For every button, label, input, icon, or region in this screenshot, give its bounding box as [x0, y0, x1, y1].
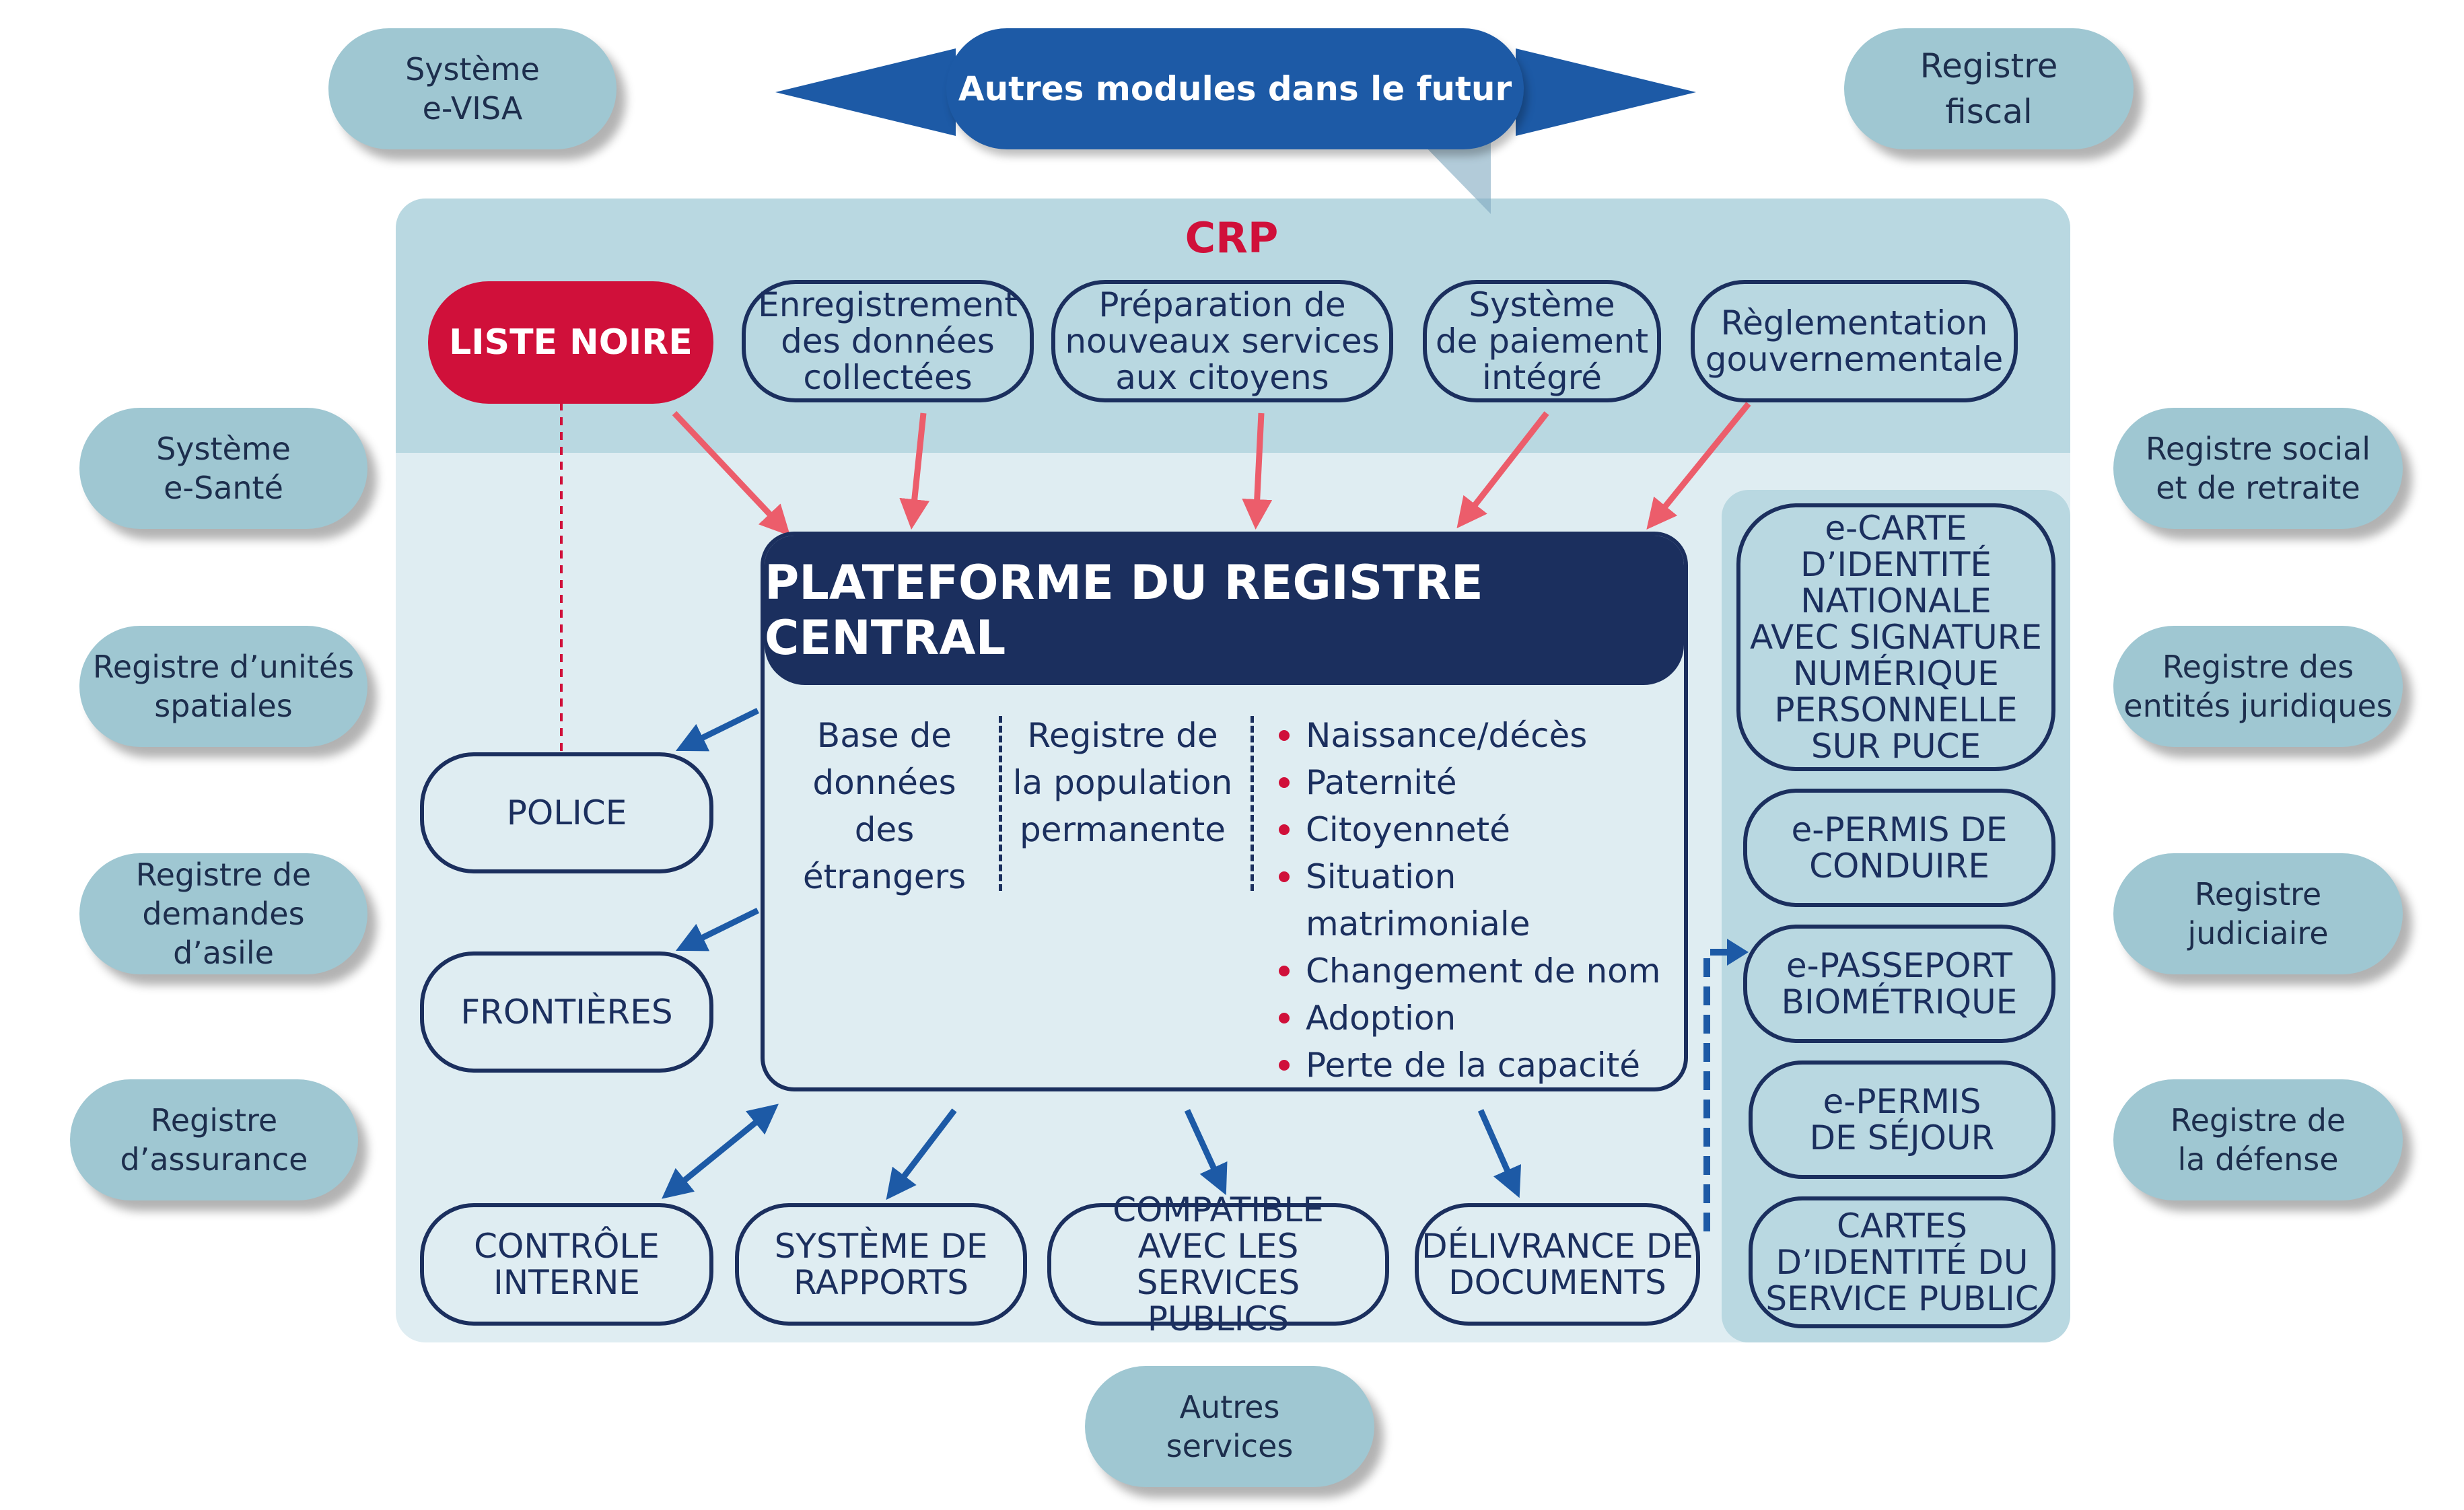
platform-column-foreigners: Base de données des étrangers — [802, 716, 966, 896]
bullet-dot — [1279, 1013, 1290, 1023]
event-label: Perte de la capacité juridique — [1306, 1046, 1641, 1085]
civil-events-list: Naissance/décès Paternité Citoyenneté Si… — [1276, 712, 1684, 1087]
future-modules-banner: Autres modules dans le futur — [946, 28, 1524, 149]
platform-header: PLATEFORME DU REGISTRE CENTRAL — [765, 536, 1684, 685]
module-enregistrement: Enregistrement des données collectées — [742, 280, 1034, 402]
doc-e-carte-identite: e-CARTE D’IDENTITÉ NATIONALE AVEC SIGNAT… — [1736, 503, 2055, 771]
event-label: Situation matrimoniale — [1306, 857, 1530, 943]
banner-left-wing — [775, 48, 956, 136]
platform-column-population: Registre de la population permanente — [1012, 716, 1233, 849]
bullet-dot — [1279, 730, 1290, 741]
column-separator-2 — [1251, 716, 1254, 891]
delivrance-link-head — [1727, 939, 1749, 966]
service-controle-interne: CONTRÔLE INTERNE — [420, 1203, 713, 1326]
arrow-paiement-to-platform — [1456, 411, 1549, 529]
doc-cartes-service-public: CARTES D’IDENTITÉ DU SERVICE PUBLIC — [1749, 1196, 2055, 1328]
service-delivrance: DÉLIVRANCE DE DOCUMENTS — [1415, 1203, 1700, 1326]
arrow-platform-to-rapports — [886, 1108, 957, 1200]
blacklist-label: LISTE NOIRE — [449, 322, 693, 363]
ext-social-retraite: Registre social et de retraite — [2113, 408, 2403, 529]
service-rapports: SYSTÈME DE RAPPORTS — [735, 1203, 1027, 1326]
event-item: Perte de la capacité juridique — [1276, 1042, 1684, 1087]
banner-shadow-tail — [1420, 141, 1491, 214]
event-item: Situation matrimoniale — [1276, 853, 1684, 947]
module-reglementation: Règlementation gouvernementale — [1691, 280, 2018, 402]
event-label: Changement de nom — [1306, 951, 1661, 991]
event-label: Paternité — [1306, 763, 1457, 802]
module-paiement: Système de paiement intégré — [1423, 280, 1661, 402]
ext-demandes-asile: Registre de demandes d’asile — [79, 853, 367, 974]
event-label: Naissance/décès — [1306, 716, 1588, 755]
service-frontieres: FRONTIÈRES — [420, 951, 713, 1073]
ext-autres-services: Autres services — [1085, 1366, 1374, 1487]
bullet-dot — [1279, 1060, 1290, 1071]
column-separator-1 — [999, 716, 1002, 891]
service-compatible: COMPATIBLE AVEC LES SERVICES PUBLICS — [1047, 1192, 1389, 1337]
ext-registre-fiscal: Registre fiscal — [1844, 28, 2134, 149]
arrow-preparation-to-platform — [1242, 412, 1273, 530]
service-police: POLICE — [420, 752, 713, 873]
arrow-platform-to-police — [675, 707, 759, 752]
doc-e-permis-conduire: e-PERMIS DE CONDUIRE — [1743, 789, 2055, 907]
doc-e-passeport: e-PASSEPORT BIOMÉTRIQUE — [1743, 925, 2055, 1043]
blacklist-box: LISTE NOIRE — [428, 281, 713, 404]
ext-assurance: Registre d’assurance — [70, 1079, 358, 1200]
platform-title: PLATEFORME DU REGISTRE CENTRAL — [765, 555, 1483, 666]
event-item: Paternité — [1276, 759, 1684, 806]
arrow-platform-to-compatible — [1184, 1109, 1228, 1196]
ext-entites-juridiques: Registre des entités juridiques — [2113, 626, 2403, 747]
banner-right-wing — [1516, 48, 1696, 136]
event-item: Changement de nom — [1276, 947, 1684, 995]
arrow-platform-to-frontieres — [675, 907, 759, 951]
bullet-dot — [1279, 871, 1290, 882]
crp-title: CRP — [1185, 213, 1279, 262]
bullet-dot — [1279, 824, 1290, 835]
ext-judiciaire: Registre judiciaire — [2113, 853, 2403, 974]
bullet-dot — [1279, 966, 1290, 976]
event-label: Citoyenneté — [1306, 810, 1510, 849]
doc-e-permis-sejour: e-PERMIS DE SÉJOUR — [1749, 1060, 2055, 1179]
ext-e-visa: Système e-VISA — [328, 28, 617, 149]
central-platform: PLATEFORME DU REGISTRE CENTRAL Base de d… — [761, 532, 1688, 1091]
event-label: Adoption — [1306, 999, 1456, 1038]
arrow-reglementation-to-platform — [1646, 402, 1751, 530]
arrow-platform-to-delivrance — [1477, 1109, 1522, 1198]
ext-e-sante: Système e-Santé — [79, 408, 367, 529]
event-item: Naissance/décès — [1276, 712, 1684, 759]
event-item: Adoption — [1276, 995, 1684, 1042]
future-modules-label: Autres modules dans le futur — [958, 69, 1512, 108]
module-preparation: Préparation de nouveaux services aux cit… — [1051, 280, 1393, 402]
bullet-dot — [1279, 777, 1290, 788]
arrow-enregistrement-to-platform — [899, 412, 930, 530]
arrow-platform-controle — [662, 1104, 779, 1199]
event-item: Citoyenneté — [1276, 806, 1684, 853]
delivrance-to-documents-link — [1703, 949, 1735, 1231]
ext-defense: Registre de la défense — [2113, 1079, 2403, 1200]
arrow-blacklist-to-platform — [672, 410, 791, 536]
ext-unites-spatiales: Registre d’unités spatiales — [79, 626, 367, 747]
